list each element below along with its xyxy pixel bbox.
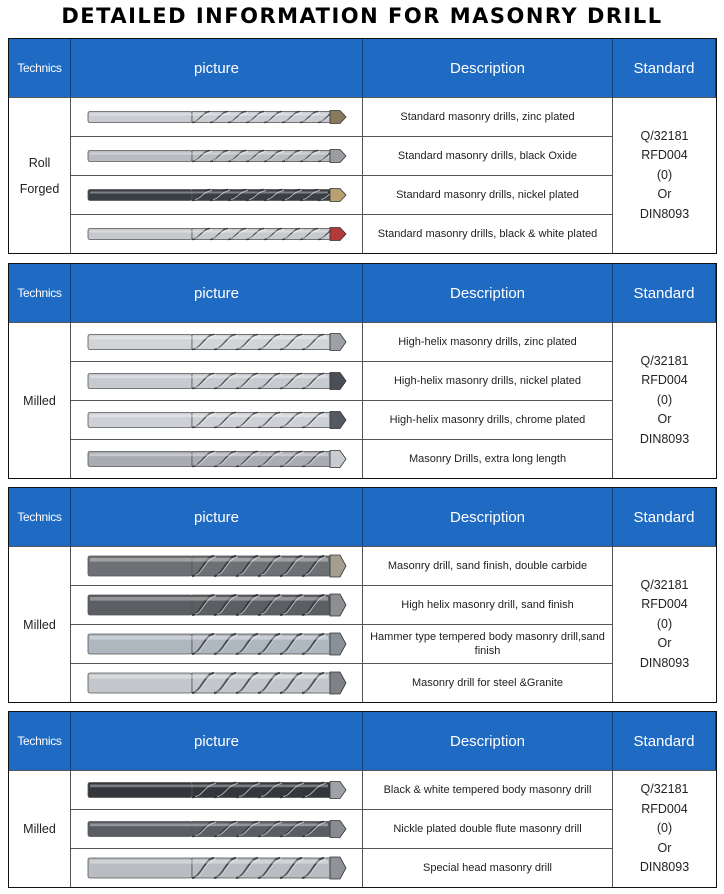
- technics-cell: Milled: [9, 546, 71, 702]
- drill-bit-image: [87, 632, 346, 656]
- picture-cell: [71, 439, 363, 478]
- standard-line: Q/32181: [640, 128, 689, 143]
- header-description: Description: [363, 39, 613, 97]
- standard-line: DIN8093: [639, 431, 690, 446]
- header-technics: Technics: [9, 39, 71, 97]
- picture-cell: [71, 585, 363, 624]
- header-description: Description: [363, 488, 613, 546]
- header-picture: picture: [71, 39, 363, 97]
- technics-cell: Milled: [9, 322, 71, 478]
- picture-cell: [71, 175, 363, 214]
- picture-cell: [71, 322, 363, 361]
- header-picture: picture: [71, 712, 363, 770]
- picture-cell: [71, 663, 363, 702]
- picture-cell: [71, 546, 363, 585]
- description-cell: Hammer type tempered body masonry drill,…: [363, 624, 613, 663]
- standard-line: Q/32181: [640, 782, 689, 797]
- drill-bit-image: [87, 671, 346, 695]
- standard-line: RFD004: [641, 597, 688, 612]
- picture-cell: [71, 848, 363, 887]
- drill-bit-image: [87, 593, 346, 617]
- standard-line: RFD004: [641, 801, 688, 816]
- technics-cell: Milled: [9, 770, 71, 887]
- description-cell: Standard masonry drills, black & white p…: [363, 214, 613, 253]
- standard-line: RFD004: [641, 148, 688, 163]
- header-standard: Standard: [613, 712, 716, 770]
- standard-line: (0): [656, 392, 673, 407]
- picture-cell: [71, 624, 363, 663]
- standard-line: (0): [656, 167, 673, 182]
- page-title: DETAILED INFORMATION FOR MASONRY DRILL: [61, 4, 663, 28]
- header-standard: Standard: [613, 488, 716, 546]
- standard-line: (0): [656, 821, 673, 836]
- description-cell: Special head masonry drill: [363, 848, 613, 887]
- standard-line: Or: [657, 840, 672, 855]
- description-cell: Standard masonry drills, nickel plated: [363, 175, 613, 214]
- picture-cell: [71, 361, 363, 400]
- picture-cell: [71, 770, 363, 809]
- drill-bit-image: [87, 450, 346, 468]
- standard-line: RFD004: [641, 373, 688, 388]
- standard-line: Or: [657, 636, 672, 651]
- drill-bit-image: [87, 110, 347, 124]
- drill-bit-image: [87, 781, 346, 799]
- description-cell: High helix masonry drill, sand finish: [363, 585, 613, 624]
- header-technics: Technics: [9, 264, 71, 322]
- header-picture: picture: [71, 264, 363, 322]
- description-cell: High-helix masonry drills, chrome plated: [363, 400, 613, 439]
- picture-cell: [71, 97, 363, 136]
- drill-bit-image: [87, 227, 347, 241]
- drill-bit-image: [87, 188, 347, 202]
- drill-bit-image: [87, 149, 347, 163]
- picture-cell: [71, 400, 363, 439]
- drill-bit-image: [87, 554, 346, 578]
- drill-bit-image: [87, 856, 346, 880]
- description-cell: Black & white tempered body masonry dril…: [363, 770, 613, 809]
- header-technics: Technics: [9, 712, 71, 770]
- picture-cell: [71, 214, 363, 253]
- standard-line: DIN8093: [639, 860, 690, 875]
- description-cell: High-helix masonry drills, zinc plated: [363, 322, 613, 361]
- description-cell: Masonry drill for steel &Granite: [363, 663, 613, 702]
- standard-line: DIN8093: [639, 206, 690, 221]
- picture-cell: [71, 809, 363, 848]
- description-cell: Nickle plated double flute masonry drill: [363, 809, 613, 848]
- standard-line: Q/32181: [640, 577, 689, 592]
- standard-line: Or: [657, 187, 672, 202]
- standard-line: Q/32181: [640, 353, 689, 368]
- standard-line: (0): [656, 616, 673, 631]
- description-cell: Standard masonry drills, zinc plated: [363, 97, 613, 136]
- header-description: Description: [363, 712, 613, 770]
- picture-cell: [71, 136, 363, 175]
- header-standard: Standard: [613, 39, 716, 97]
- description-cell: Masonry drill, sand finish, double carbi…: [363, 546, 613, 585]
- drill-bit-image: [87, 820, 346, 838]
- description-cell: High-helix masonry drills, nickel plated: [363, 361, 613, 400]
- header-picture: picture: [71, 488, 363, 546]
- description-cell: Standard masonry drills, black Oxide: [363, 136, 613, 175]
- header-technics: Technics: [9, 488, 71, 546]
- drill-bit-image: [87, 333, 346, 351]
- drill-bit-image: [87, 411, 346, 429]
- technics-cell: Roll Forged: [9, 97, 71, 253]
- standard-line: DIN8093: [639, 655, 690, 670]
- drill-bit-image: [87, 372, 346, 390]
- description-cell: Masonry Drills, extra long length: [363, 439, 613, 478]
- header-description: Description: [363, 264, 613, 322]
- standard-line: Or: [657, 412, 672, 427]
- header-standard: Standard: [613, 264, 716, 322]
